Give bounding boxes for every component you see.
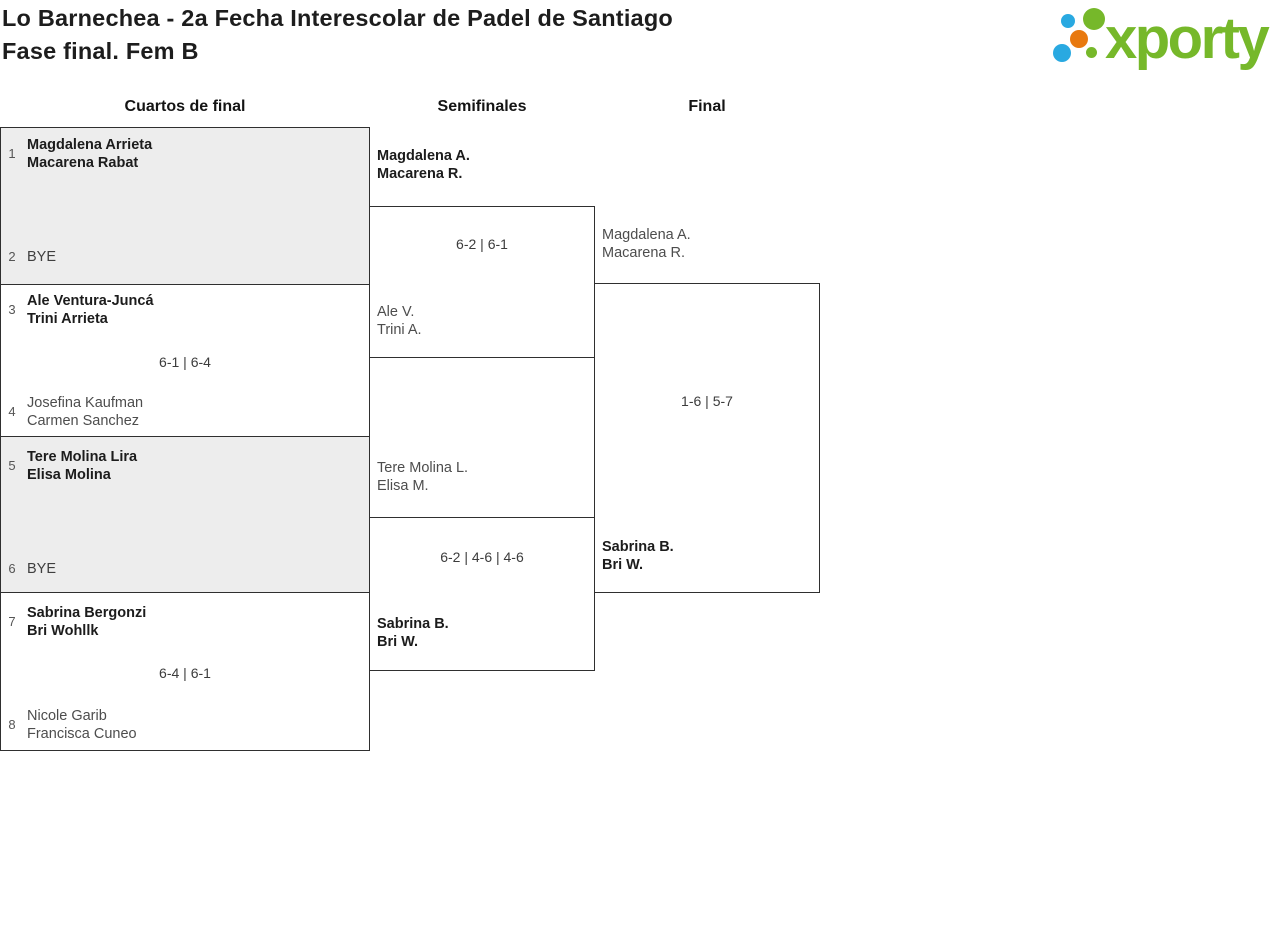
seed-number: 3: [8, 302, 16, 317]
seed-number: 6: [8, 561, 16, 576]
player-name: Josefina Kaufman: [27, 395, 144, 411]
player-name: Macarena R.: [377, 166, 463, 182]
player-name: Sabrina Bergonzi: [27, 605, 147, 621]
seed-number: 1: [8, 146, 16, 161]
seed-number: 4: [8, 404, 16, 419]
player-name: Sabrina B.: [602, 539, 674, 555]
player-name: Trini Arrieta: [27, 311, 108, 327]
team-names: BYE: [27, 248, 56, 266]
player-name: Tere Molina Lira: [27, 449, 138, 465]
match-box-final[interactable]: [594, 283, 820, 593]
player-name: Ale V.: [377, 304, 415, 320]
player-name: Macarena R.: [602, 245, 686, 261]
round-header-semifinales: Semifinales: [437, 98, 527, 115]
match-score: 1-6 | 5-7: [681, 393, 733, 409]
player-name: Bri W.: [602, 557, 644, 573]
logo-dot-blue-small-icon: [1061, 14, 1075, 28]
round-header-final: Final: [688, 98, 726, 115]
player-name: Macarena Rabat: [27, 155, 139, 171]
round-header-cuartos-de-final: Cuartos de final: [124, 98, 246, 115]
match-box-qf4[interactable]: [0, 592, 370, 751]
match-box-qf1[interactable]: [0, 127, 370, 285]
team-names: Sabrina Bergonzi Bri Wohllk: [27, 604, 146, 640]
player-name: Magdalena A.: [377, 148, 470, 164]
player-name: Elisa M.: [377, 478, 429, 494]
player-name: Francisca Cuneo: [27, 726, 137, 742]
team-names: Magdalena A. Macarena R.: [602, 226, 691, 262]
team-names: Magdalena Arrieta Macarena Rabat: [27, 136, 152, 172]
player-name: Trini A.: [377, 322, 422, 338]
seed-number: 8: [8, 717, 16, 732]
match-score: 6-1 | 6-4: [159, 354, 211, 370]
title-line-1: Lo Barnechea - 2a Fecha Interescolar de …: [2, 5, 673, 31]
team-names: Sabrina B. Bri W.: [602, 538, 674, 574]
team-names: Tere Molina L. Elisa M.: [377, 459, 468, 495]
logo-dot-green-large-icon: [1083, 8, 1105, 30]
team-names: BYE: [27, 560, 56, 578]
player-name: Carmen Sanchez: [27, 413, 140, 429]
player-name: Nicole Garib: [27, 708, 107, 724]
player-name: Bri W.: [377, 634, 419, 650]
seed-number: 2: [8, 249, 16, 264]
player-name: Tere Molina L.: [377, 460, 469, 476]
team-names: Josefina Kaufman Carmen Sanchez: [27, 394, 143, 430]
team-names: Ale V. Trini A.: [377, 303, 422, 339]
match-score: 6-4 | 6-1: [159, 665, 211, 681]
player-name: Bri Wohllk: [27, 623, 99, 639]
title-line-2: Fase final. Fem B: [2, 38, 199, 64]
match-score: 6-2 | 6-1: [456, 236, 508, 252]
player-name: Elisa Molina: [27, 467, 111, 483]
match-score: 6-2 | 4-6 | 4-6: [440, 549, 524, 565]
team-names: Ale Ventura-Juncá Trini Arrieta: [27, 292, 154, 328]
match-box-sf2[interactable]: [369, 517, 595, 671]
team-names: Sabrina B. Bri W.: [377, 615, 449, 651]
logo-dot-blue-large-icon: [1053, 44, 1071, 62]
player-name: BYE: [27, 561, 57, 577]
xporty-wordmark: xporty: [1105, 6, 1270, 71]
player-name: BYE: [27, 249, 57, 265]
player-name: Magdalena A.: [602, 227, 691, 243]
player-name: Magdalena Arrieta: [27, 137, 153, 153]
team-names: Magdalena A. Macarena R.: [377, 147, 470, 183]
xporty-logo[interactable]: xporty: [1048, 4, 1270, 76]
team-names: Tere Molina Lira Elisa Molina: [27, 448, 137, 484]
page-title: Lo Barnechea - 2a Fecha Interescolar de …: [2, 2, 673, 68]
player-name: Sabrina B.: [377, 616, 449, 632]
logo-dot-green-small-icon: [1086, 47, 1097, 58]
match-box-qf3[interactable]: [0, 436, 370, 593]
logo-dot-orange-icon: [1070, 30, 1088, 48]
seed-number: 7: [8, 614, 16, 629]
team-names: Nicole Garib Francisca Cuneo: [27, 707, 137, 743]
match-box-sf1[interactable]: [369, 206, 595, 358]
player-name: Ale Ventura-Juncá: [27, 293, 154, 309]
seed-number: 5: [8, 458, 16, 473]
